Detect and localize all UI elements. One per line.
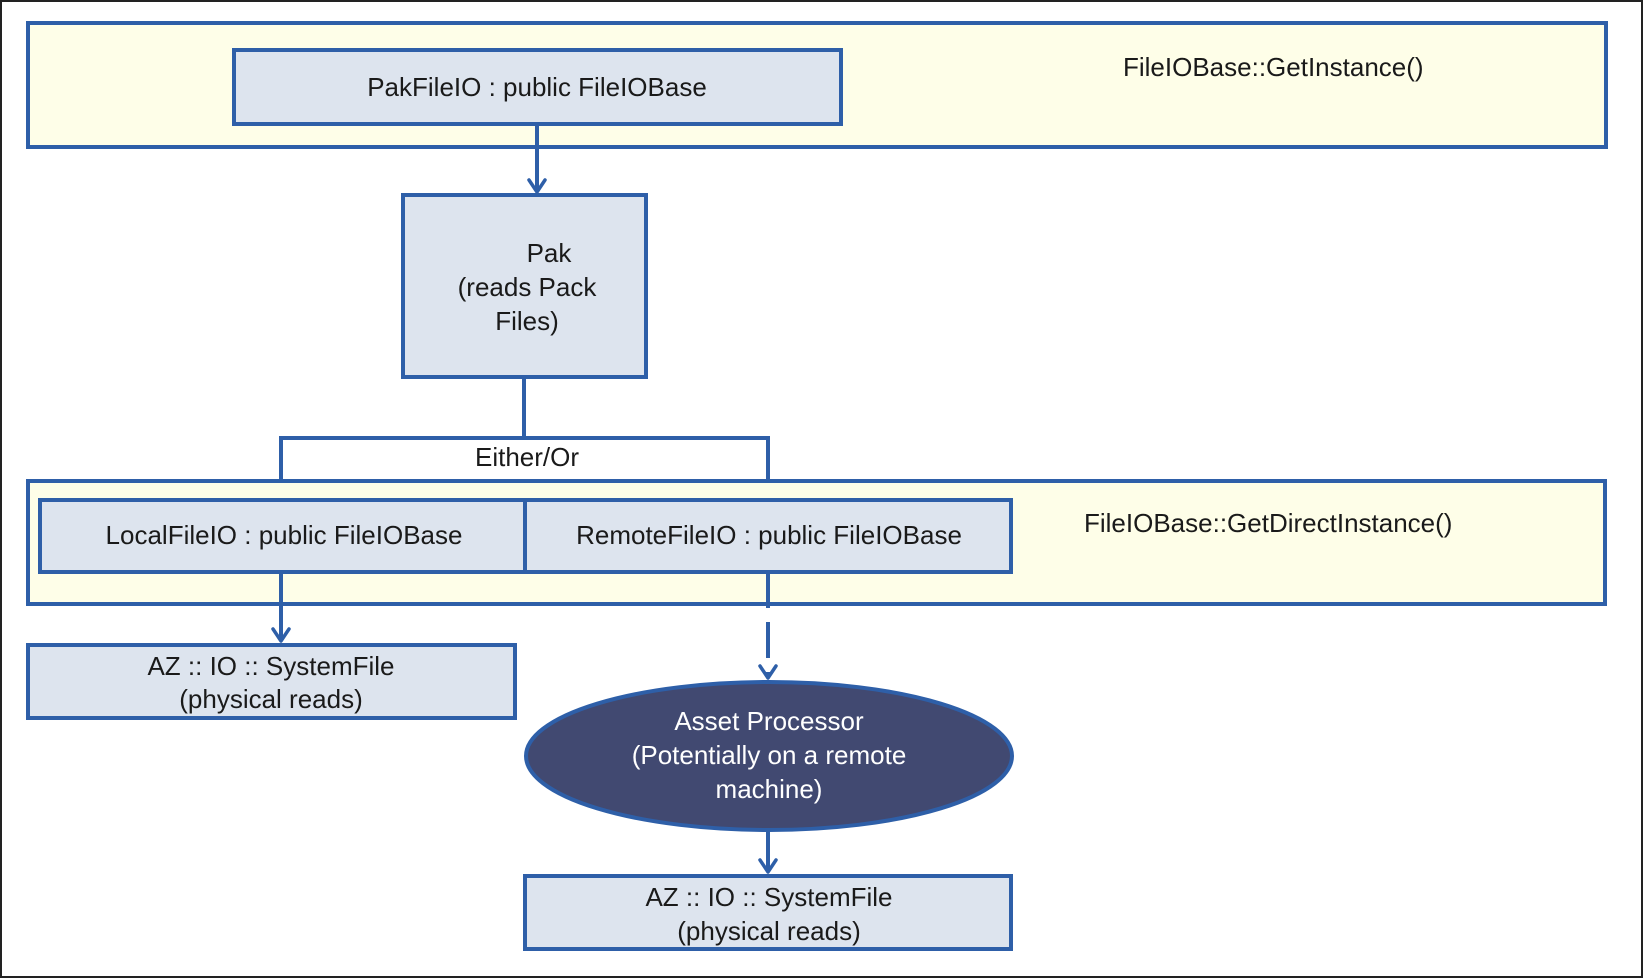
localfileio-label: LocalFileIO : public FileIOBase (106, 520, 463, 550)
pakfileio-label: PakFileIO : public FileIOBase (367, 72, 707, 102)
asset-processor-title: Asset Processor (674, 706, 864, 736)
remotefileio-box (523, 498, 1013, 574)
either-or-label: Either/Or (475, 442, 579, 472)
local-systemfile-desc: (physical reads) (179, 684, 363, 714)
remote-systemfile-desc: (physical reads) (677, 916, 861, 946)
remotefileio-label: RemoteFileIO : public FileIOBase (576, 520, 962, 550)
asset-processor-desc-line2: machine) (716, 774, 823, 804)
asset-processor-desc-line1: (Potentially on a remote (632, 740, 907, 770)
localfileio-box (38, 498, 527, 574)
get-direct-instance-label: FileIOBase::GetDirectInstance() (1084, 508, 1452, 538)
pak-title: Pak (527, 238, 573, 268)
local-systemfile-title: AZ :: IO :: SystemFile (147, 651, 394, 681)
pak-desc-line1: (reads Pack (458, 272, 598, 302)
local-systemfile-box (26, 643, 517, 720)
get-instance-label: FileIOBase::GetInstance() (1123, 52, 1424, 82)
remote-systemfile-box (523, 874, 1013, 951)
pak-desc-line2: Files) (495, 306, 559, 336)
pak-box (401, 193, 648, 379)
remote-systemfile-title: AZ :: IO :: SystemFile (645, 882, 892, 912)
either-or-label-bg (465, 440, 585, 474)
